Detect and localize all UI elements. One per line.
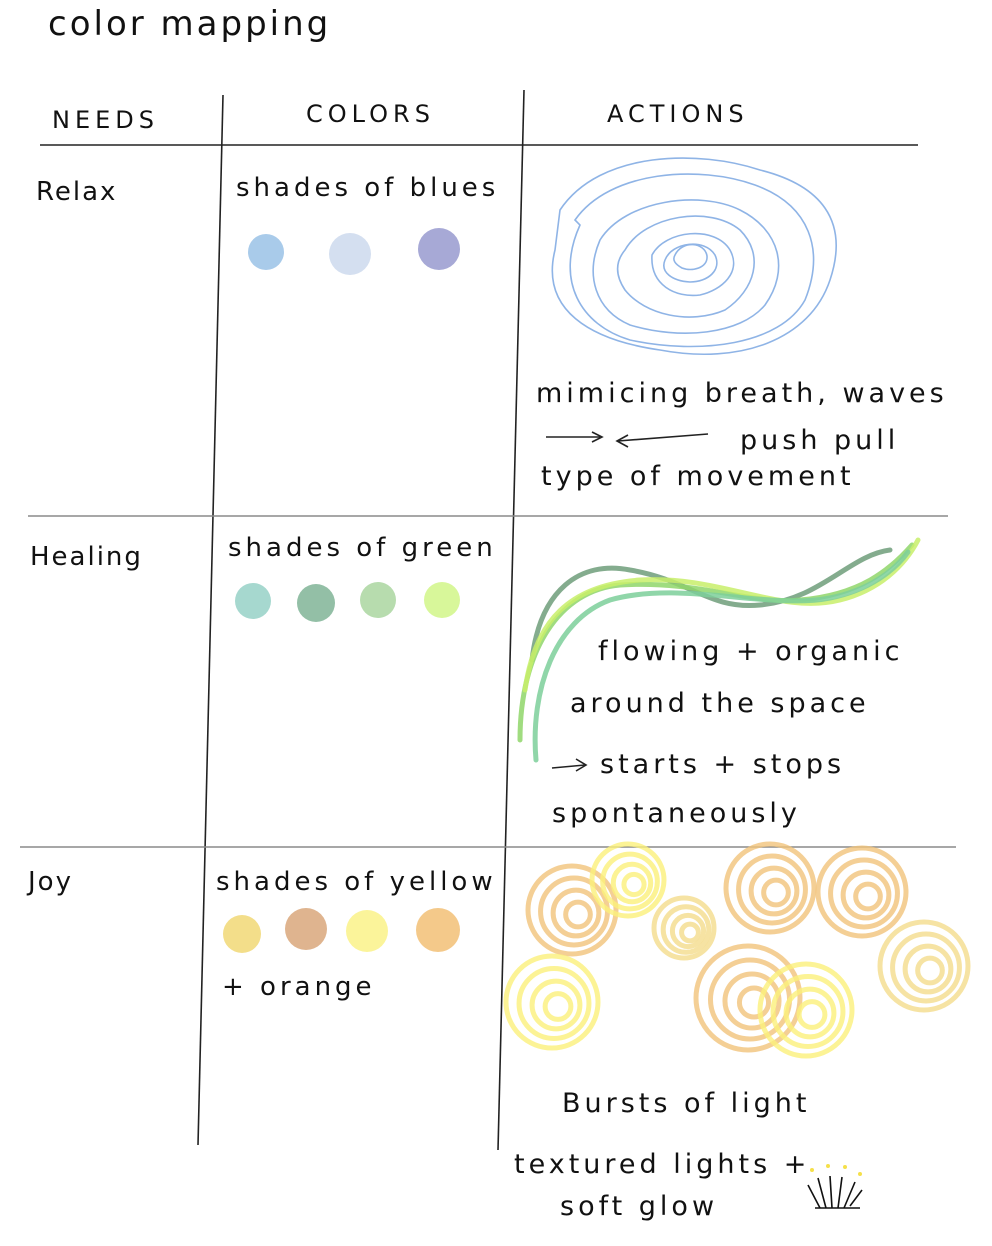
burst-ring (525, 863, 619, 957)
burst-ring (621, 871, 647, 898)
header-colors: COLORS (306, 100, 435, 128)
burst-ring (915, 955, 945, 986)
color-swatch (418, 228, 460, 270)
color-swatch (297, 584, 335, 622)
column-divider-2 (497, 89, 525, 1151)
action-text: push pull (740, 425, 899, 456)
colors-label: shades of green (228, 533, 497, 563)
burst-ring (828, 857, 900, 930)
burst-ring (503, 953, 601, 1051)
burst-ring (757, 961, 855, 1059)
action-text: flowing + organic (598, 636, 903, 667)
wave-spiral-drawing (551, 157, 837, 356)
color-swatch (360, 582, 396, 618)
need-label: Relax (36, 177, 117, 207)
row-relax: Relax shades of blues mimicing breath, w… (36, 157, 948, 492)
burst-ring (877, 919, 971, 1013)
color-swatch (416, 908, 460, 952)
action-text: soft glow (560, 1191, 718, 1222)
colors-label: shades of blues (236, 173, 499, 203)
burst-ring (651, 895, 717, 961)
light-bursts-drawing (503, 841, 971, 1059)
action-text: mimicing breath, waves (536, 378, 948, 409)
flowing-waves-drawing (517, 537, 921, 763)
burst-ring (669, 912, 707, 950)
table-grid (20, 89, 956, 1151)
arrow-icon (551, 758, 588, 772)
color-swatch (223, 915, 261, 953)
glow-sparkle-icon (807, 1164, 863, 1209)
burst-ring (610, 861, 654, 905)
burst-ring (761, 877, 791, 908)
color-swatch (424, 582, 460, 618)
burst-ring (516, 966, 592, 1041)
color-swatch (235, 583, 271, 619)
action-text: textured lights + (514, 1149, 810, 1180)
burst-ring (736, 853, 808, 926)
burst-ring (770, 974, 846, 1049)
burst-ring (840, 869, 892, 921)
color-swatch (346, 910, 388, 952)
burst-ring (722, 971, 782, 1031)
color-swatch (329, 233, 371, 275)
row-joy: Joy shades of yellow + orange Bursts of … (26, 841, 971, 1222)
header-actions: ACTIONS (607, 100, 749, 128)
need-label: Healing (30, 542, 143, 572)
burst-ring (723, 841, 817, 935)
burst-ring (853, 881, 883, 912)
colors-label: shades of yellow (216, 867, 497, 897)
burst-ring (736, 985, 772, 1020)
column-divider-1 (197, 94, 224, 1146)
burst-ring (783, 986, 837, 1040)
page-title: color mapping (48, 4, 331, 44)
burst-ring (815, 845, 909, 939)
burst-ring (542, 991, 574, 1022)
action-text: around the space (570, 688, 870, 719)
burst-ring (563, 899, 593, 930)
action-text: starts + stops (600, 749, 845, 780)
header-needs: NEEDS (52, 106, 159, 134)
row-healing: Healing shades of green flowing + organi… (30, 533, 921, 829)
burst-ring (902, 943, 954, 995)
action-text: spontaneously (552, 798, 801, 829)
burst-ring (693, 943, 803, 1053)
burst-ring (529, 978, 583, 1032)
burst-ring (748, 865, 800, 917)
need-label: Joy (26, 867, 73, 897)
burst-ring (679, 921, 701, 944)
color-swatch (248, 234, 284, 270)
burst-ring (550, 887, 602, 939)
push-pull-arrows-drawing (546, 431, 709, 448)
color-swatch (285, 908, 327, 950)
burst-ring (589, 841, 667, 919)
action-text: Bursts of light (562, 1088, 811, 1119)
burst-ring (600, 851, 660, 912)
colors-label-extra: + orange (222, 972, 376, 1002)
burst-ring (796, 999, 828, 1030)
action-text: type of movement (541, 461, 855, 492)
burst-ring (890, 931, 962, 1004)
burst-ring (660, 904, 712, 955)
